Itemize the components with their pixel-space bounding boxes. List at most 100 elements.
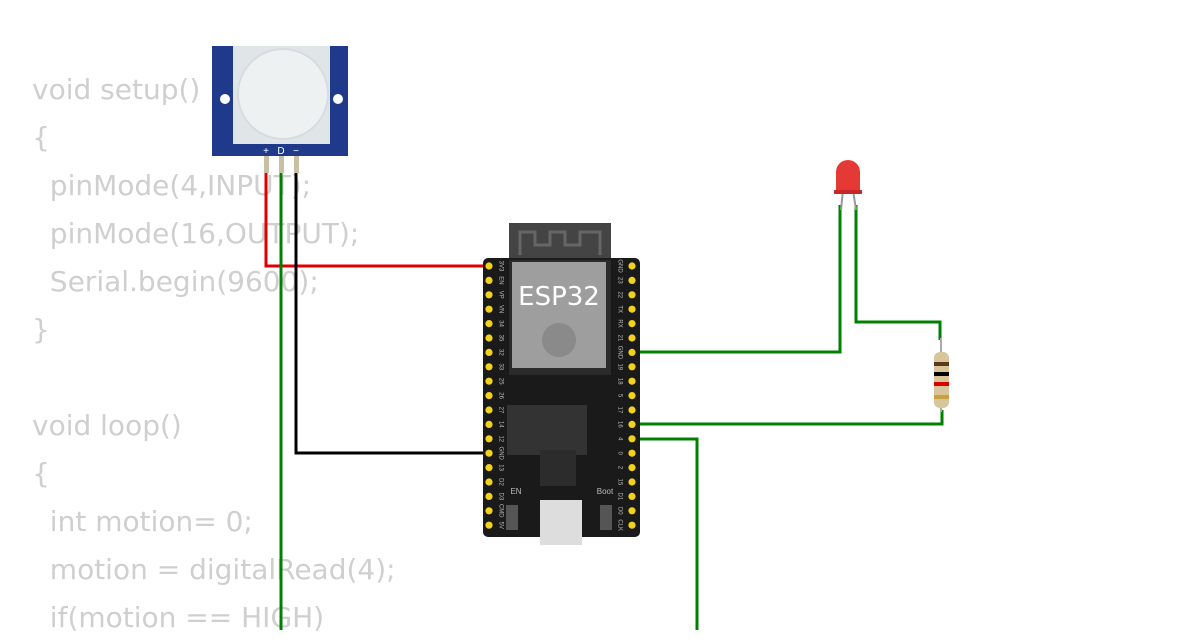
pin-gnd[interactable] bbox=[628, 348, 636, 356]
pin-12[interactable] bbox=[485, 435, 493, 443]
code-line: void setup() bbox=[32, 73, 201, 106]
usb-port bbox=[540, 500, 582, 545]
pin-label: D0 bbox=[616, 507, 622, 515]
pin-d2[interactable] bbox=[485, 478, 493, 486]
pin-35[interactable] bbox=[485, 334, 493, 342]
pir-pin-minus-label: − bbox=[293, 146, 299, 157]
pin-label: CLK bbox=[616, 519, 622, 531]
code-line: Serial.begin(9600); bbox=[32, 265, 319, 298]
esp32-label: ESP32 bbox=[518, 282, 600, 312]
pin-label: 25 bbox=[497, 378, 503, 385]
pin-label: 3V3 bbox=[497, 261, 503, 272]
pin-vn[interactable] bbox=[485, 305, 493, 313]
pin-d1[interactable] bbox=[628, 492, 636, 500]
wire-gnd-led[interactable] bbox=[632, 205, 842, 354]
pin-16[interactable] bbox=[628, 420, 636, 428]
pin-en[interactable] bbox=[485, 276, 493, 284]
wire-led-resistor[interactable] bbox=[854, 205, 942, 340]
pin-rx[interactable] bbox=[628, 320, 636, 328]
pin-19[interactable] bbox=[628, 363, 636, 371]
pin-clk[interactable] bbox=[628, 521, 636, 529]
pir-pin-plus-label: + bbox=[263, 146, 269, 157]
pir-pin-d-label: D bbox=[277, 146, 284, 157]
pin-vp[interactable] bbox=[485, 291, 493, 299]
pin-18[interactable] bbox=[628, 377, 636, 385]
pin-label: 23 bbox=[616, 277, 622, 284]
pin-label: 5 bbox=[616, 394, 622, 398]
pir-sensor[interactable]: + D − bbox=[212, 46, 348, 173]
pin-cmd[interactable] bbox=[485, 507, 493, 515]
pin-label: RX bbox=[616, 319, 622, 327]
code-line: void loop() bbox=[32, 409, 182, 442]
pin-23[interactable] bbox=[628, 276, 636, 284]
code-line: pinMode(4,INPUT); bbox=[32, 169, 312, 202]
pin-label: GND bbox=[616, 259, 622, 273]
pin-5v[interactable] bbox=[485, 521, 493, 529]
pin-label: GND bbox=[616, 346, 622, 360]
pin-label: D3 bbox=[497, 493, 503, 501]
pin-label: 2 bbox=[616, 466, 622, 470]
pin-25[interactable] bbox=[485, 377, 493, 385]
pin-label: 32 bbox=[497, 349, 503, 356]
pin-gnd[interactable] bbox=[628, 262, 636, 270]
pin-label: 35 bbox=[497, 335, 503, 342]
pin-d3[interactable] bbox=[485, 492, 493, 500]
boot-button-label: Boot bbox=[597, 487, 614, 496]
pin-32[interactable] bbox=[485, 348, 493, 356]
resistor[interactable] bbox=[934, 338, 949, 412]
led[interactable] bbox=[834, 160, 862, 211]
code-background: void setup() { pinMode(4,INPUT); pinMode(… bbox=[32, 66, 396, 642]
pin-label: GND bbox=[497, 447, 503, 461]
wire-pir-gnd[interactable] bbox=[294, 170, 488, 455]
pin-d0[interactable] bbox=[628, 507, 636, 515]
esp32-board[interactable]: ESP32 EN Boot 3V3ENVPVN34353233252627141… bbox=[483, 223, 640, 545]
pin-2[interactable] bbox=[628, 464, 636, 472]
code-line: } bbox=[32, 313, 50, 346]
pin-label: 33 bbox=[497, 363, 503, 370]
pin-label: EN bbox=[497, 276, 503, 284]
pin-label: 17 bbox=[616, 407, 622, 414]
pin-label: 12 bbox=[497, 435, 503, 442]
pin-label: 15 bbox=[616, 479, 622, 486]
pin-label: D1 bbox=[616, 493, 622, 501]
pin-21[interactable] bbox=[628, 334, 636, 342]
code-line: pinMode(16,OUTPUT); bbox=[32, 217, 360, 250]
pin-label: 26 bbox=[497, 392, 503, 399]
pin-label: 5V bbox=[497, 522, 503, 529]
pin-5[interactable] bbox=[628, 392, 636, 400]
code-line: int motion= 0; bbox=[32, 505, 253, 538]
pin-15[interactable] bbox=[628, 478, 636, 486]
en-button-label: EN bbox=[510, 487, 521, 496]
pin-13[interactable] bbox=[485, 464, 493, 472]
pin-label: 34 bbox=[497, 320, 503, 327]
code-line: motion = digitalRead(4); bbox=[32, 553, 396, 586]
pin-22[interactable] bbox=[628, 291, 636, 299]
pin-label: VN bbox=[497, 305, 503, 313]
pin-label: 27 bbox=[497, 407, 503, 414]
pin-0[interactable] bbox=[628, 449, 636, 457]
pin-label: 18 bbox=[616, 378, 622, 385]
wire-resistor-pin16[interactable] bbox=[632, 410, 944, 426]
wire-pin4[interactable] bbox=[632, 437, 699, 630]
pin-26[interactable] bbox=[485, 392, 493, 400]
pin-3v3[interactable] bbox=[485, 262, 493, 270]
pin-33[interactable] bbox=[485, 363, 493, 371]
pin-gnd[interactable] bbox=[485, 449, 493, 457]
pin-label: D2 bbox=[497, 478, 503, 486]
pin-27[interactable] bbox=[485, 406, 493, 414]
pin-17[interactable] bbox=[628, 406, 636, 414]
pin-34[interactable] bbox=[485, 320, 493, 328]
pin-label: 14 bbox=[497, 421, 503, 428]
pin-label: 13 bbox=[497, 464, 503, 471]
code-line: { bbox=[32, 457, 50, 490]
wire-pir-vcc[interactable] bbox=[264, 170, 488, 268]
pin-label: VP bbox=[497, 291, 503, 299]
pin-4[interactable] bbox=[628, 435, 636, 443]
pin-label: 22 bbox=[616, 291, 622, 298]
pin-label: CMD bbox=[497, 504, 503, 518]
pin-label: TX bbox=[616, 305, 622, 313]
pin-14[interactable] bbox=[485, 420, 493, 428]
pin-label: 4 bbox=[616, 437, 622, 441]
pin-tx[interactable] bbox=[628, 305, 636, 313]
